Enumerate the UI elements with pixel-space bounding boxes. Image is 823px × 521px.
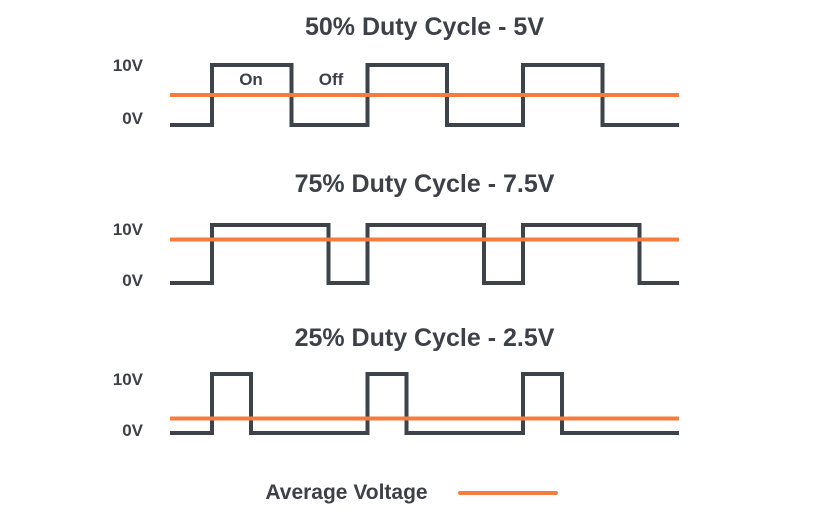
y-axis-label-0v-chart1: 0V: [122, 109, 143, 128]
legend-label: Average Voltage: [265, 481, 428, 504]
y-axis-label-10v-chart2: 10V: [112, 220, 143, 239]
chart-title-25-percent: 25% Duty Cycle - 2.5V: [294, 324, 555, 352]
chart-title-75-percent: 75% Duty Cycle - 7.5V: [294, 170, 555, 198]
waveform-75-percent: [170, 223, 679, 285]
waveform-25-percent: [170, 372, 679, 435]
annotation-on: On: [239, 70, 263, 89]
y-axis-label-0v-chart3: 0V: [122, 421, 143, 440]
annotation-off: Off: [318, 70, 344, 89]
y-axis-label-10v-chart1: 10V: [112, 56, 143, 75]
legend: Average Voltage: [0, 479, 823, 507]
chart-title-50-percent: 50% Duty Cycle - 5V: [305, 13, 544, 41]
y-axis-label-10v-chart3: 10V: [112, 370, 143, 389]
legend-average-line-swatch: [457, 491, 558, 495]
waveform-50-percent: [170, 63, 679, 127]
y-axis-label-0v-chart2: 0V: [122, 271, 143, 290]
